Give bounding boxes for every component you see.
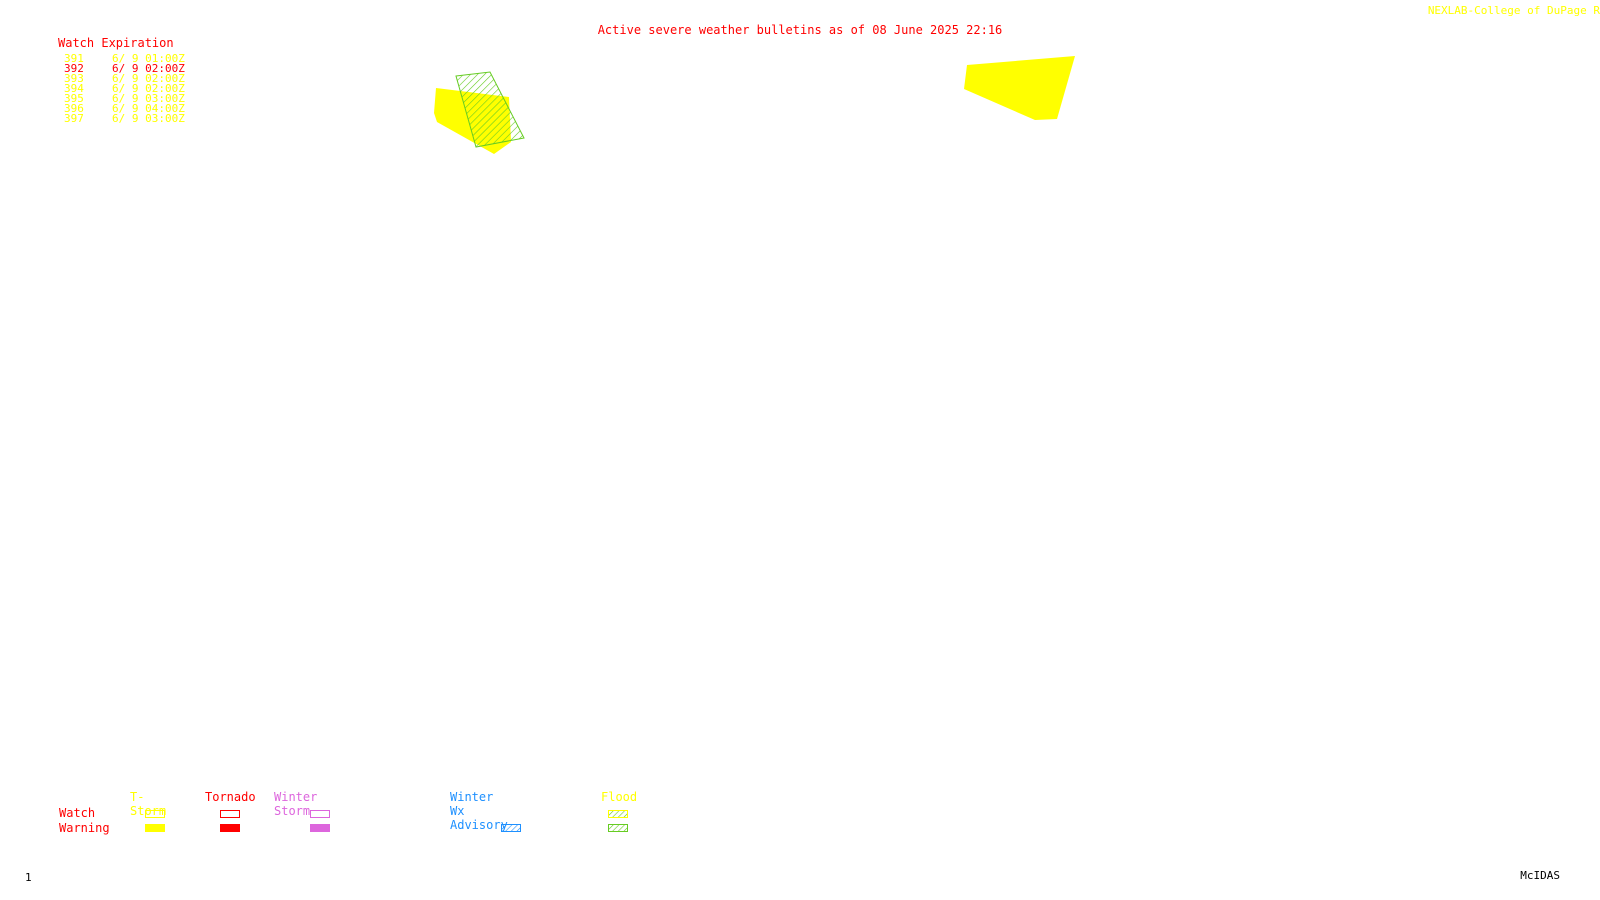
legend-tornado-label: Tornado <box>205 790 256 804</box>
legend-warning-row-label: Warning <box>59 821 110 835</box>
legend-watch-row-label: Watch <box>59 806 96 820</box>
watch-row: 391 6/ 9 01:00Z <box>64 52 185 65</box>
watch-expiration-time: 6/ 9 03:00Z <box>112 112 185 125</box>
legend-winter-storm-label: Winter Storm <box>274 790 318 818</box>
tstorm-warning-polygon <box>964 56 1075 120</box>
watch-row: 393 6/ 9 02:00Z <box>64 72 185 85</box>
software-label: McIDAS <box>1520 869 1560 882</box>
watch-expiration-time: 6/ 9 02:00Z <box>112 72 185 85</box>
tornado-warning-swatch <box>220 824 240 832</box>
winter-storm-warning-swatch <box>310 824 330 832</box>
watch-expiration-time: 6/ 9 02:00Z <box>112 82 185 95</box>
watch-row: 397 6/ 9 03:00Z <box>64 112 185 125</box>
watch-expiration-heading: Watch Expiration <box>58 36 174 50</box>
tstorm-watch-swatch <box>145 810 165 818</box>
watch-number: 397 <box>64 112 84 125</box>
watch-number: 394 <box>64 82 84 95</box>
watch-number: 392 <box>64 62 84 75</box>
tstorm-warning-swatch <box>145 824 165 832</box>
watch-number: 396 <box>64 102 84 115</box>
watch-row: 395 6/ 9 03:00Z <box>64 92 185 105</box>
watch-expiration-time: 6/ 9 01:00Z <box>112 52 185 65</box>
legend-flood-label: Flood <box>601 790 638 804</box>
watch-expiration-time: 6/ 9 02:00Z <box>112 62 185 75</box>
bulletin-title: Active severe weather bulletins as of 08… <box>597 23 1003 37</box>
tornado-watch-swatch <box>220 810 240 818</box>
flood-warning-polygon <box>455 71 525 148</box>
watch-number: 393 <box>64 72 84 85</box>
watch-number: 391 <box>64 52 84 65</box>
winter-storm-watch-swatch <box>310 810 330 818</box>
watch-expiration-time: 6/ 9 03:00Z <box>112 92 185 105</box>
legend-winter-advisory-label: Winter Wx Advisory <box>450 790 508 832</box>
watch-number: 395 <box>64 92 84 105</box>
watch-expiration-list: 391 6/ 9 01:00Z 392 6/ 9 02:00Z 393 6/ 9 02:0… <box>64 52 185 125</box>
watch-row: 392 6/ 9 02:00Z <box>64 62 185 75</box>
watch-row: 396 6/ 9 04:00Z <box>64 102 185 115</box>
winter-advisory-swatch <box>501 824 521 832</box>
flood-watch-swatch <box>608 810 628 818</box>
frame-number: 1 <box>25 871 32 884</box>
legend-tstorm-label: T-Storm <box>130 790 167 818</box>
flood-warning-swatch <box>608 824 628 832</box>
credit-text: NEXLAB-College of DuPage R <box>1427 4 1600 17</box>
watch-row: 394 6/ 9 02:00Z <box>64 82 185 95</box>
watch-expiration-time: 6/ 9 04:00Z <box>112 102 185 115</box>
